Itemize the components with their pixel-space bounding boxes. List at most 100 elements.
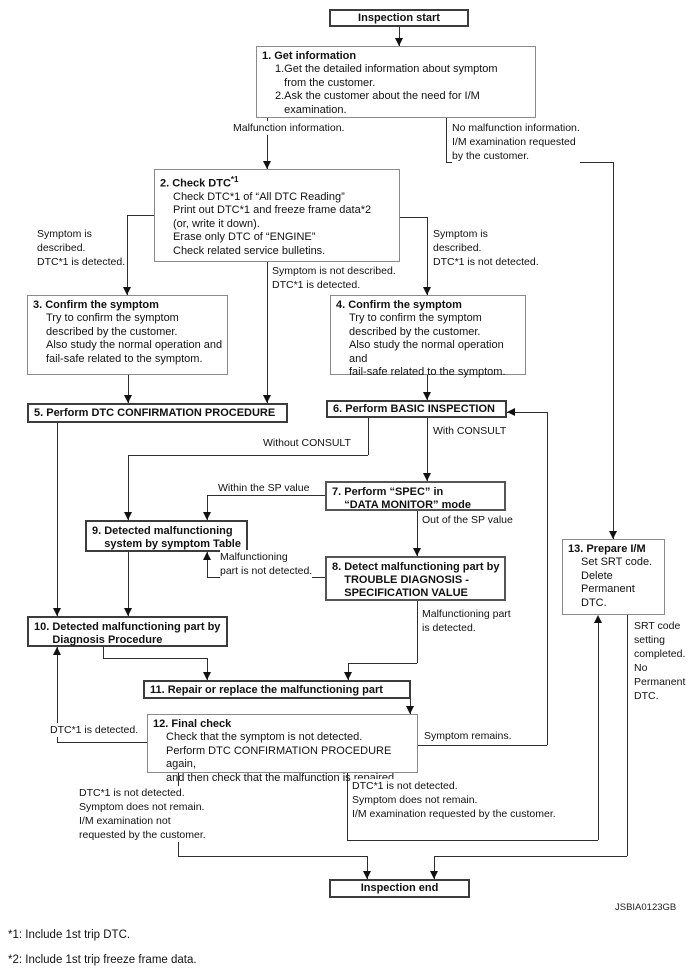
node-11-repair-or-replace: 11. Repair or replace the malfunctioning… <box>143 680 411 699</box>
flow-arrow <box>124 512 132 520</box>
node-title: 11. Repair or replace the malfunctioning… <box>150 684 383 696</box>
flow-line <box>400 217 427 218</box>
flow-line <box>57 742 147 743</box>
flow-line <box>427 418 428 481</box>
flow-line <box>128 375 129 403</box>
node-12-final-check: 12. Final check Check that the symptom i… <box>147 714 418 784</box>
node-title: 2. Check DTC*1 <box>160 173 395 191</box>
flow-arrow <box>423 287 431 295</box>
flow-line <box>613 162 614 539</box>
node-body: 1.Get the detailed information about sym… <box>275 63 498 116</box>
edge-label-malfunction-information: Malfunction information. <box>233 121 345 135</box>
edge-label-within-sp-value: Within the SP value <box>218 481 310 495</box>
node-5-dtc-confirmation-procedure: 5. Perform DTC CONFIRMATION PROCEDURE <box>27 403 288 423</box>
footnote-1: *1: Include 1st trip DTC. <box>8 929 131 941</box>
flow-arrow <box>124 395 132 403</box>
flow-line <box>128 455 368 456</box>
edge-label-symptom-described-dtc-detected: Symptom is described. DTC*1 is detected. <box>37 227 126 269</box>
flow-arrow <box>263 395 271 403</box>
flow-line <box>417 601 418 663</box>
node-title: 13. Prepare I/M <box>568 543 646 555</box>
flow-arrow <box>423 392 431 400</box>
node-3-confirm-symptom: 3. Confirm the symptom Try to confirm th… <box>27 295 228 375</box>
flow-line <box>417 511 418 556</box>
flow-arrow <box>507 408 515 416</box>
flow-arrow <box>344 672 352 680</box>
flow-arrow <box>594 615 602 623</box>
flow-arrow <box>413 548 421 556</box>
node-6-basic-inspection: 6. Perform BASIC INSPECTION <box>326 400 507 418</box>
node-2-check-dtc: 2. Check DTC*1 Check DTC*1 of “All DTC R… <box>154 169 400 262</box>
node-7-spec-data-monitor: 7. Perform “SPEC” in “DATA MONITOR” mode <box>325 481 506 511</box>
flow-line <box>103 647 104 658</box>
node-8-trouble-diagnosis-specification-value: 8. Detect malfunctioning part by TROUBLE… <box>325 556 506 601</box>
flow-line <box>446 118 447 163</box>
flow-line <box>207 495 208 520</box>
node-title: 6. Perform BASIC INSPECTION <box>333 403 495 415</box>
flow-line <box>434 856 435 879</box>
node-title: 10. Detected malfunctioning part by Diag… <box>34 621 221 646</box>
flow-line <box>598 618 599 840</box>
edge-label-without-consult: Without CONSULT <box>263 436 351 450</box>
node-title: 4. Confirm the symptom <box>336 299 462 311</box>
flow-line <box>347 773 348 840</box>
edge-label-symptom-not-described: Symptom is not described. DTC*1 is detec… <box>272 264 396 292</box>
flow-arrow <box>53 647 61 655</box>
flow-arrow <box>395 38 403 46</box>
flow-arrow <box>203 552 211 560</box>
node-title: 12. Final check <box>153 718 232 730</box>
node-inspection-end: Inspection end <box>329 879 470 898</box>
flow-line <box>348 663 417 664</box>
flow-line <box>127 215 128 295</box>
flow-arrow <box>363 871 371 879</box>
node-body: Check that the symptom is not detected. … <box>166 731 398 784</box>
flow-line <box>57 423 58 616</box>
node-1-get-information: 1. Get information 1.Get the detailed in… <box>256 46 536 118</box>
node-title: 1. Get information <box>262 50 357 62</box>
node-title-text: 2. Check DTC <box>160 177 231 190</box>
edge-label-symptom-described-dtc-not-detected: Symptom is described. DTC*1 is not detec… <box>433 227 539 269</box>
flow-line <box>127 215 154 216</box>
flow-line <box>207 552 208 577</box>
edge-label-im-not-requested: DTC*1 is not detected. Symptom does not … <box>79 786 206 842</box>
node-title: 7. Perform “SPEC” in “DATA MONITOR” mode <box>332 486 471 511</box>
flow-arrow <box>430 871 438 879</box>
node-title: 3. Confirm the symptom <box>33 299 159 311</box>
node-title: 9. Detected malfunctioning system by sym… <box>92 525 241 550</box>
flow-arrow <box>53 608 61 616</box>
edge-label-symptom-remains: Symptom remains. <box>424 729 512 743</box>
edge-label-malfunctioning-part-not-detected: Malfunctioning part is not detected. <box>220 550 313 578</box>
node-9-symptom-table: 9. Detected malfunctioning system by sym… <box>85 520 248 552</box>
flow-arrow <box>423 473 431 481</box>
flow-line <box>418 745 547 746</box>
edge-label-no-malfunction-information: No malfunction information. I/M examinat… <box>452 121 580 163</box>
edge-label-srt-code-setting-completed: SRT code setting completed. No Permanent… <box>634 619 686 703</box>
flow-line <box>348 663 349 680</box>
node-body: Try to confirm the symptom described by … <box>46 312 223 365</box>
flow-line <box>347 840 598 841</box>
flow-arrow <box>124 608 132 616</box>
edge-label-dtc-detected: DTC*1 is detected. <box>50 723 139 737</box>
flow-line <box>434 856 627 857</box>
node-title: 8. Detect malfunctioning part by TROUBLE… <box>332 561 500 599</box>
flow-line <box>128 552 129 616</box>
flow-arrow <box>123 287 131 295</box>
node-10-diagnosis-procedure: 10. Detected malfunctioning part by Diag… <box>27 616 228 647</box>
figure-id-label: JSBIA0123GB <box>615 902 677 913</box>
flow-arrow <box>203 512 211 520</box>
flow-arrow <box>609 531 617 539</box>
footnote-2: *2: Include 1st trip freeze frame data. <box>8 954 197 966</box>
flow-line <box>57 647 58 742</box>
flow-line <box>399 27 400 46</box>
node-4-confirm-symptom: 4. Confirm the symptom Try to confirm th… <box>330 295 526 378</box>
flow-line <box>627 615 628 856</box>
flow-line <box>368 415 369 455</box>
flow-line <box>178 856 367 857</box>
flow-line <box>507 412 547 413</box>
flow-line <box>103 658 207 659</box>
flow-line <box>128 455 129 520</box>
node-inspection-start: Inspection start <box>329 9 469 27</box>
node-title: Inspection start <box>358 11 440 24</box>
node-title: Inspection end <box>360 882 439 894</box>
